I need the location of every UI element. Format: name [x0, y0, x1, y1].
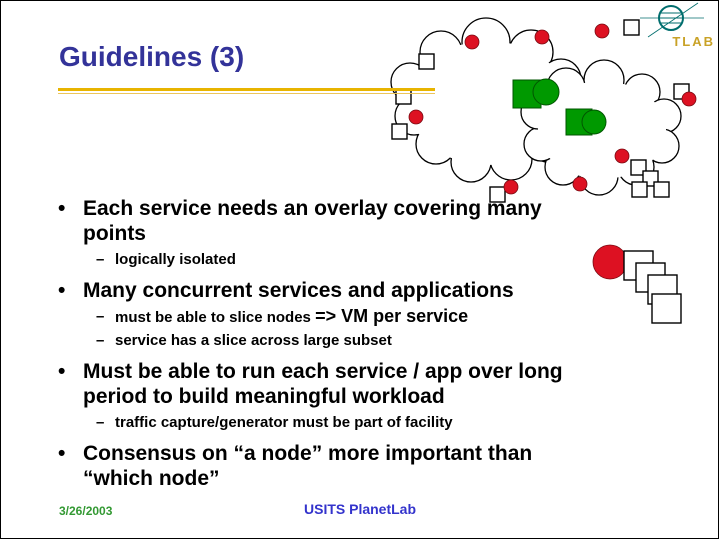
node-square — [489, 186, 506, 203]
node-square — [630, 159, 647, 176]
sub-bullet-text: logically isolated — [115, 251, 236, 268]
bullet-text: Consensus on “a node” more important tha… — [83, 442, 533, 490]
bullet-marker: • — [58, 279, 66, 302]
sub-bullet-text: must be able to slice nodes => VM per se… — [115, 307, 468, 327]
red-node-dot — [594, 23, 610, 39]
stack-square — [651, 293, 682, 324]
green-node-circle — [581, 109, 607, 135]
logo-text: TLAB — [672, 34, 715, 49]
bullet-item: • Consensus on “a node” more important t… — [58, 441, 678, 491]
slide-title: Guidelines (3) — [59, 41, 245, 72]
node-stack — [592, 244, 682, 324]
red-node-dot — [572, 176, 588, 192]
dash-marker: – — [96, 414, 105, 431]
bullet-marker: • — [58, 197, 66, 220]
red-node-dot — [464, 34, 480, 50]
bullet-item: • Many concurrent services and applicati… — [58, 278, 678, 303]
bullet-text: Must be able to run each service / app o… — [83, 360, 563, 408]
green-service-nodes — [512, 78, 607, 136]
red-node-dot — [614, 148, 630, 164]
bullet-text: Each service needs an overlay covering m… — [83, 197, 542, 245]
title-underline-thin — [58, 93, 435, 94]
node-square — [391, 123, 408, 140]
bullet-list: • Each service needs an overlay covering… — [58, 187, 678, 491]
bullet-text: Many concurrent services and application… — [83, 279, 514, 302]
sub-bullet-text: traffic capture/generator must be part o… — [115, 414, 453, 431]
globe-icon — [640, 2, 704, 38]
node-square — [623, 19, 640, 36]
sub-bullet-item: – logically isolated — [96, 250, 678, 269]
red-node-dot — [681, 91, 697, 107]
bullet-item: • Each service needs an overlay covering… — [58, 196, 678, 246]
bullet-item: • Must be able to run each service / app… — [58, 359, 678, 409]
node-square — [395, 88, 412, 105]
sub-bullet-item: – must be able to slice nodes => VM per … — [96, 307, 678, 327]
bullet-marker: • — [58, 360, 66, 383]
sub-bullet-text-emphasis: => VM per service — [315, 306, 469, 326]
bullet-marker: • — [58, 442, 66, 465]
red-node-dot — [408, 109, 424, 125]
node-square — [631, 181, 648, 198]
sub-bullet-item: – traffic capture/generator must be part… — [96, 413, 678, 432]
footer-date: 3/26/2003 — [59, 504, 113, 518]
network-cloud-diagram — [390, 17, 697, 324]
red-node-dot — [503, 179, 519, 195]
sub-bullet-text: service has a slice across large subset — [115, 332, 392, 349]
footer-title: USITS PlanetLab — [304, 501, 417, 517]
red-node-dot — [534, 29, 550, 45]
dash-marker: – — [96, 251, 105, 268]
node-square — [653, 181, 670, 198]
planetlab-logo: TLAB — [640, 1, 718, 59]
dash-marker: – — [96, 308, 105, 325]
red-node-dots — [408, 23, 697, 195]
sub-bullet-item: – service has a slice across large subse… — [96, 331, 678, 350]
white-node-squares — [391, 19, 690, 203]
dash-marker: – — [96, 332, 105, 349]
sub-bullet-text-normal: must be able to slice nodes — [115, 309, 316, 326]
logo-orbit-line — [647, 2, 699, 38]
green-node-circle — [532, 78, 560, 106]
node-square — [418, 53, 435, 70]
title-underline — [58, 88, 435, 91]
